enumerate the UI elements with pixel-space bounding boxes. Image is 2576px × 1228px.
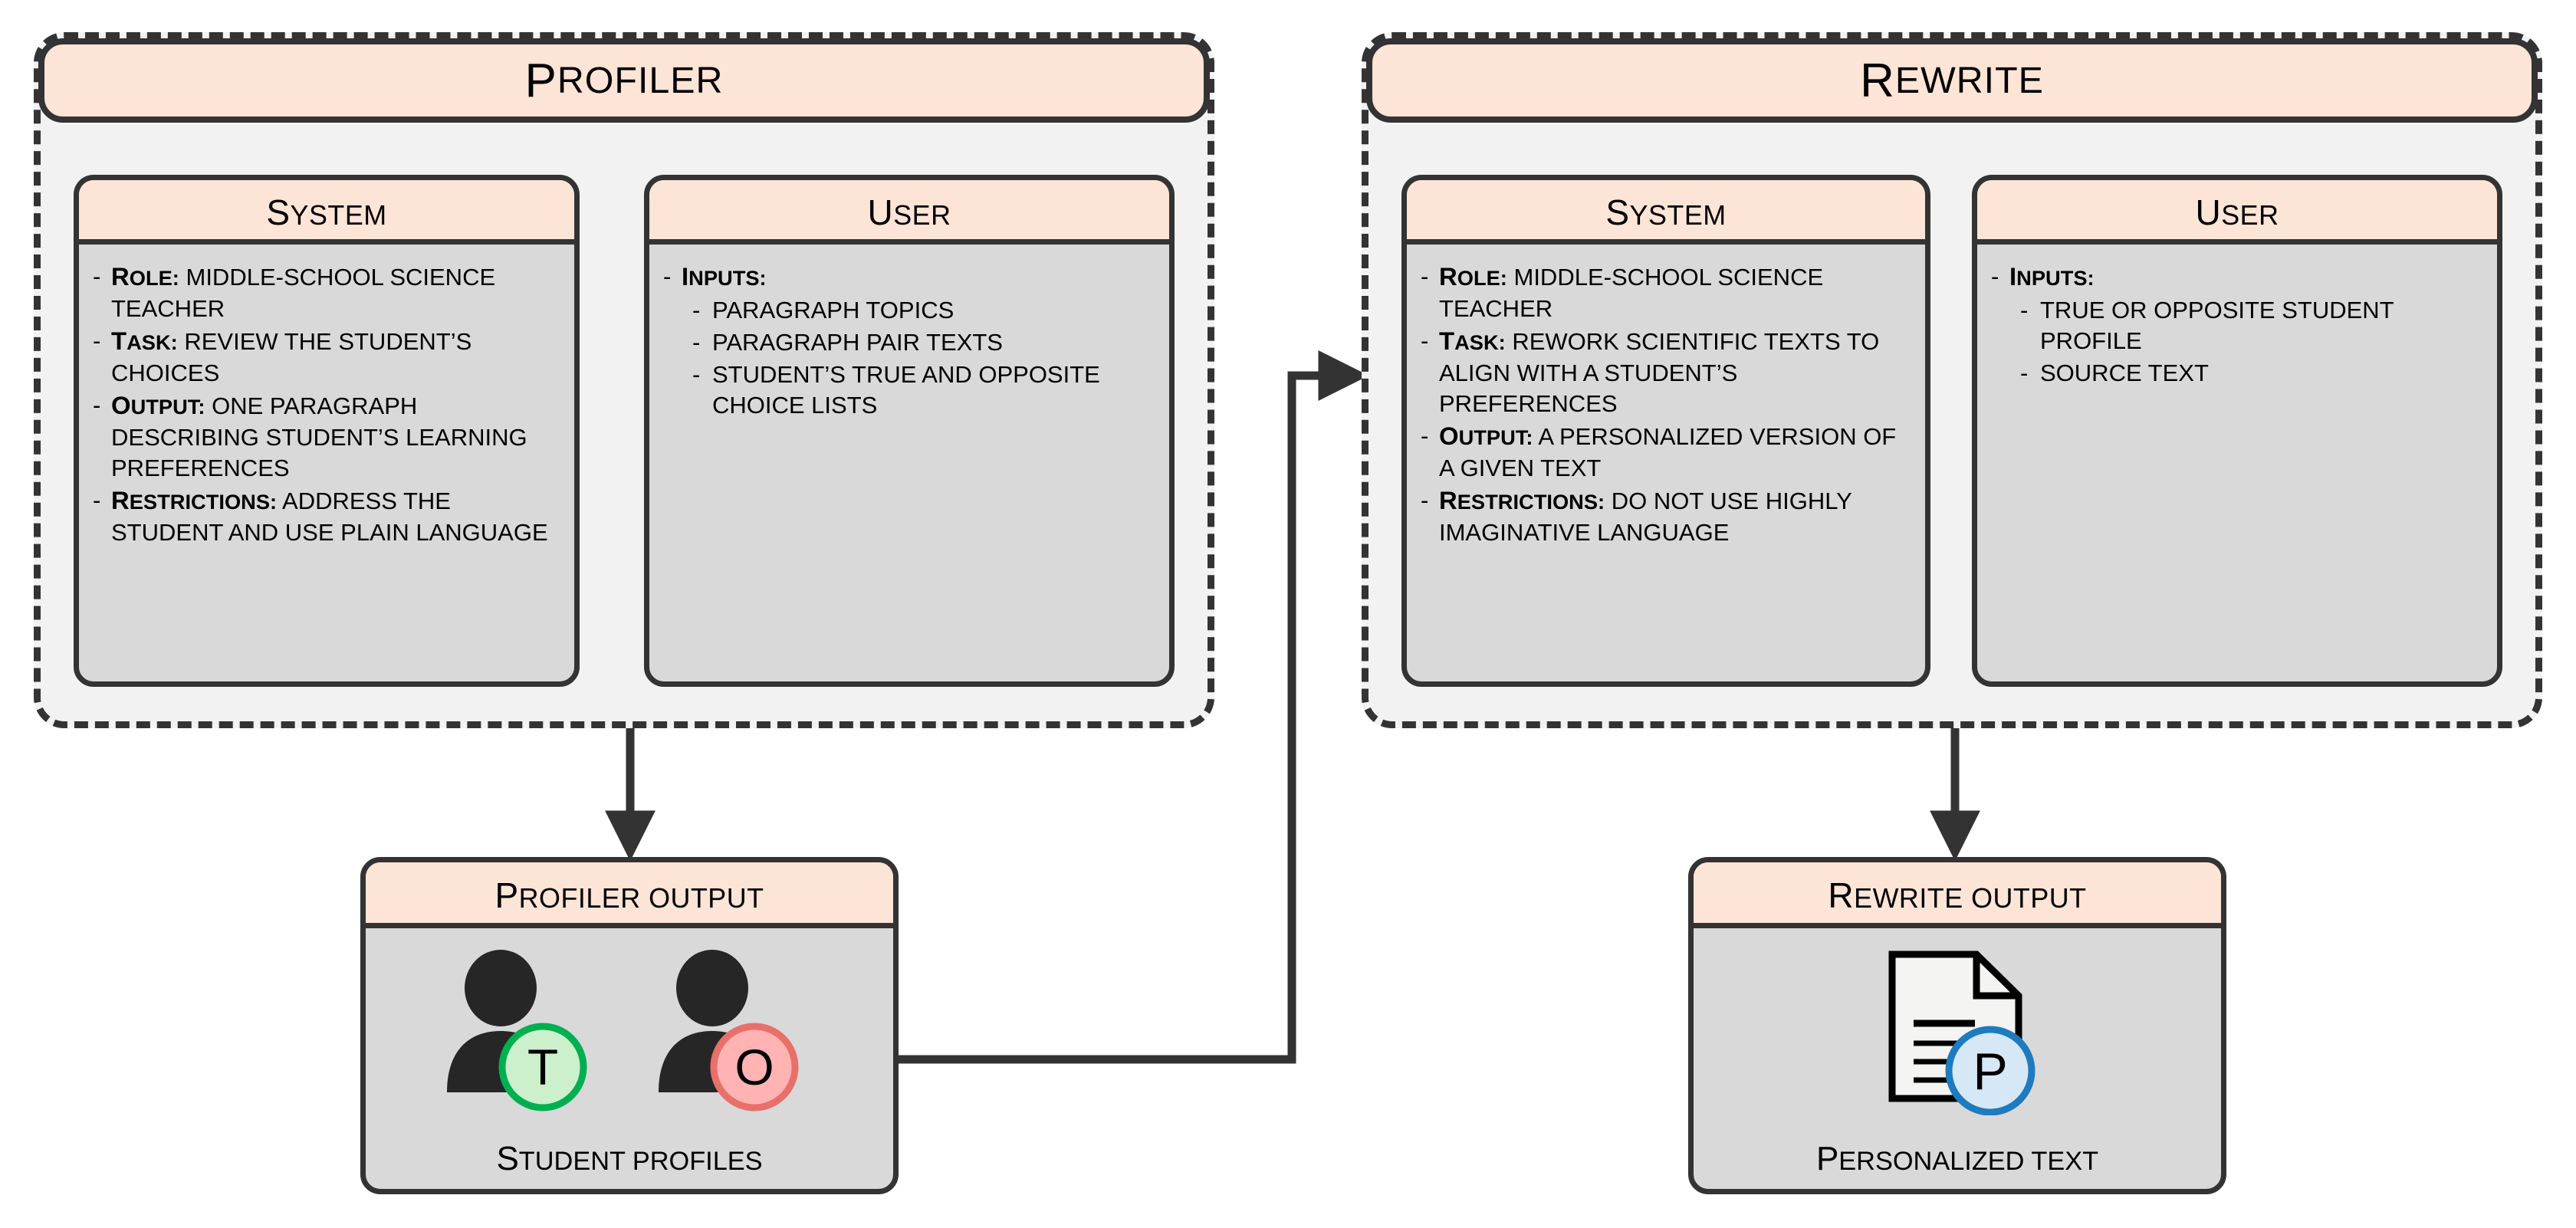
output-panel-rewrite-output: REWRITE OUTPUT P PERSONALIZED TEXT xyxy=(1688,857,2226,1194)
svg-text:O: O xyxy=(734,1039,774,1095)
bullet-task: - TASK: REVIEW THE STUDENT’S CHOICES xyxy=(93,326,562,389)
bullet-label-restrictions: RESTRICTIONS: xyxy=(111,486,278,514)
list-item: - STUDENT’S TRUE AND OPPOSITE CHOICE LIS… xyxy=(692,360,1157,421)
agent-title-rewrite-first: R xyxy=(1860,54,1895,107)
bullet-dash-icon: - xyxy=(1991,263,1999,290)
prompt-panel-profiler-user: USER - INPUTS: - PARAGRAPH TOPICS - PARA… xyxy=(644,175,1175,687)
bullet-dash-icon: - xyxy=(1421,327,1429,354)
bullet-label-restrictions: RESTRICTIONS: xyxy=(1439,486,1605,514)
output-panel-profiler-output: PROFILER OUTPUT T O STUDENT PROFILES xyxy=(360,857,899,1194)
output-body-profiler: T O STUDENT PROFILES xyxy=(366,928,893,1189)
prompt-body-rewrite-system: - ROLE: MIDDLE-SCHOOL SCIENCE TEACHER - … xyxy=(1407,245,1925,560)
bullet-dash-icon: - xyxy=(93,392,101,419)
bullet-label-inputs: INPUTS: xyxy=(2009,262,2095,291)
agent-title-rewrite-rest: EWRITE xyxy=(1894,60,2044,101)
bullet-output: - OUTPUT: A PERSONALIZED VERSION OF A GI… xyxy=(1421,421,1913,484)
prompt-body-profiler-user: - INPUTS: - PARAGRAPH TOPICS - PARAGRAPH… xyxy=(649,245,1169,433)
bullet-restrictions: - RESTRICTIONS: DO NOT USE HIGHLY IMAGIN… xyxy=(1421,485,1913,548)
bullet-dash-icon: - xyxy=(1421,487,1429,514)
panel-title-profiler-system: SYSTEM xyxy=(79,180,574,245)
bullet-label-inputs: INPUTS: xyxy=(682,262,767,291)
bullet-dash-icon: - xyxy=(2020,297,2029,323)
bullet-label-output: OUTPUT: xyxy=(1439,422,1533,450)
output-body-rewrite: P PERSONALIZED TEXT xyxy=(1694,928,2221,1189)
agent-title-profiler-rest: ROFILER xyxy=(557,60,724,101)
prompt-panel-rewrite-user: USER - INPUTS: - TRUE OR OPPOSITE STUDEN… xyxy=(1972,175,2502,687)
bullet-text-role: MIDDLE-SCHOOL SCIENCE TEACHER xyxy=(111,264,496,322)
output-title-rewrite: REWRITE OUTPUT xyxy=(1694,862,2221,928)
svg-text:T: T xyxy=(527,1039,558,1095)
person-profile-opposite-icon: O xyxy=(659,950,799,1111)
bullet-inputs: - INPUTS: xyxy=(1991,261,2485,294)
bullet-text-output: ONE PARAGRAPH DESCRIBING STUDENT’S LEARN… xyxy=(111,392,527,481)
bullet-dash-icon: - xyxy=(663,263,672,290)
agent-title-profiler-first: P xyxy=(524,54,557,107)
panel-title-profiler-user: USER xyxy=(649,180,1169,245)
prompt-body-rewrite-user: - INPUTS: - TRUE OR OPPOSITE STUDENT PRO… xyxy=(1977,245,2497,401)
prompt-panel-rewrite-system: SYSTEM - ROLE: MIDDLE-SCHOOL SCIENCE TEA… xyxy=(1401,175,1930,687)
bullet-role: - ROLE: MIDDLE-SCHOOL SCIENCE TEACHER xyxy=(1421,261,1913,324)
document-icon-row: P xyxy=(1861,948,2053,1115)
sublist-inputs: - TRUE OR OPPOSITE STUDENT PROFILE - SOU… xyxy=(2020,295,2485,389)
list-item: - SOURCE TEXT xyxy=(2020,358,2485,389)
bullet-restrictions: - RESTRICTIONS: ADDRESS THE STUDENT AND … xyxy=(93,485,562,548)
bullet-text-restrictions: ADDRESS THE STUDENT AND USE PLAIN LANGUA… xyxy=(111,488,548,546)
list-item: - PARAGRAPH TOPICS xyxy=(692,295,1157,326)
bullet-text-role: MIDDLE-SCHOOL SCIENCE TEACHER xyxy=(1439,264,1824,322)
list-item: - TRUE OR OPPOSITE STUDENT PROFILE xyxy=(2020,295,2485,356)
bullet-label-task: TASK: xyxy=(111,327,178,355)
bullet-label-role: ROLE: xyxy=(111,262,179,291)
sublist-inputs: - PARAGRAPH TOPICS - PARAGRAPH PAIR TEXT… xyxy=(692,295,1157,421)
output-caption-profiler: STUDENT PROFILES xyxy=(496,1140,763,1177)
bullet-dash-icon: - xyxy=(692,329,701,356)
bullet-task: - TASK: REWORK SCIENTIFIC TEXTS TO ALIGN… xyxy=(1421,326,1913,419)
bullet-text-task: REWORK SCIENTIFIC TEXTS TO ALIGN WITH A … xyxy=(1439,328,1880,417)
bullet-label-output: OUTPUT: xyxy=(111,391,205,419)
output-caption-rewrite: PERSONALIZED TEXT xyxy=(1815,1140,2099,1177)
two-person-profiles-icon: T O xyxy=(435,948,823,1113)
bullet-label-role: ROLE: xyxy=(1439,262,1507,291)
bullet-dash-icon: - xyxy=(93,263,101,290)
panel-title-rewrite-system: SYSTEM xyxy=(1407,180,1925,245)
panel-title-rewrite-user: USER xyxy=(1977,180,2497,245)
bullet-text-task: REVIEW THE STUDENT’S CHOICES xyxy=(111,328,472,386)
bullet-role: - ROLE: MIDDLE-SCHOOL SCIENCE TEACHER xyxy=(93,261,562,324)
bullet-dash-icon: - xyxy=(692,297,701,323)
document-icon: P xyxy=(1888,951,2036,1115)
bullet-text-output: A PERSONALIZED VERSION OF A GIVEN TEXT xyxy=(1439,423,1897,481)
output-title-profiler: PROFILER OUTPUT xyxy=(366,862,893,928)
bullet-label-task: TASK: xyxy=(1439,327,1506,355)
bullet-dash-icon: - xyxy=(2020,360,2029,386)
list-item: - PARAGRAPH PAIR TEXTS xyxy=(692,327,1157,358)
bullet-dash-icon: - xyxy=(1421,422,1429,449)
bullet-output: - OUTPUT: ONE PARAGRAPH DESCRIBING STUDE… xyxy=(93,390,562,484)
prompt-body-profiler-system: - ROLE: MIDDLE-SCHOOL SCIENCE TEACHER - … xyxy=(79,245,574,560)
prompt-panel-profiler-system: SYSTEM - ROLE: MIDDLE-SCHOOL SCIENCE TEA… xyxy=(74,175,580,687)
bullet-dash-icon: - xyxy=(93,487,101,514)
person-profile-true-icon: T xyxy=(447,950,587,1111)
bullet-dash-icon: - xyxy=(93,327,101,354)
bullet-text-restrictions: DO NOT USE HIGHLY IMAGINATIVE LANGUAGE xyxy=(1439,488,1852,546)
svg-text:P: P xyxy=(1973,1042,2007,1101)
bullet-inputs: - INPUTS: xyxy=(663,261,1157,294)
bullet-dash-icon: - xyxy=(692,361,701,388)
bullet-dash-icon: - xyxy=(1421,263,1429,290)
